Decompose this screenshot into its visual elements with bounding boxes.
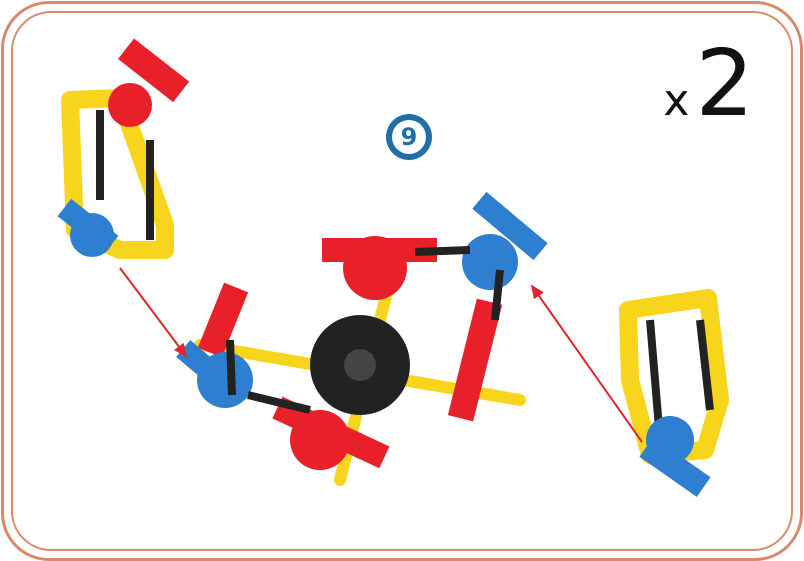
step-number-badge: 9	[386, 114, 432, 160]
right-subassembly	[628, 298, 720, 497]
step-number: 9	[392, 120, 426, 154]
quantity-count: 2	[695, 38, 754, 130]
left-subassembly	[58, 38, 190, 257]
central-assembly	[176, 192, 548, 480]
quantity-multiplier: x 2	[663, 38, 754, 130]
quantity-prefix: x	[663, 75, 689, 126]
left-attach-arrow	[120, 268, 186, 356]
